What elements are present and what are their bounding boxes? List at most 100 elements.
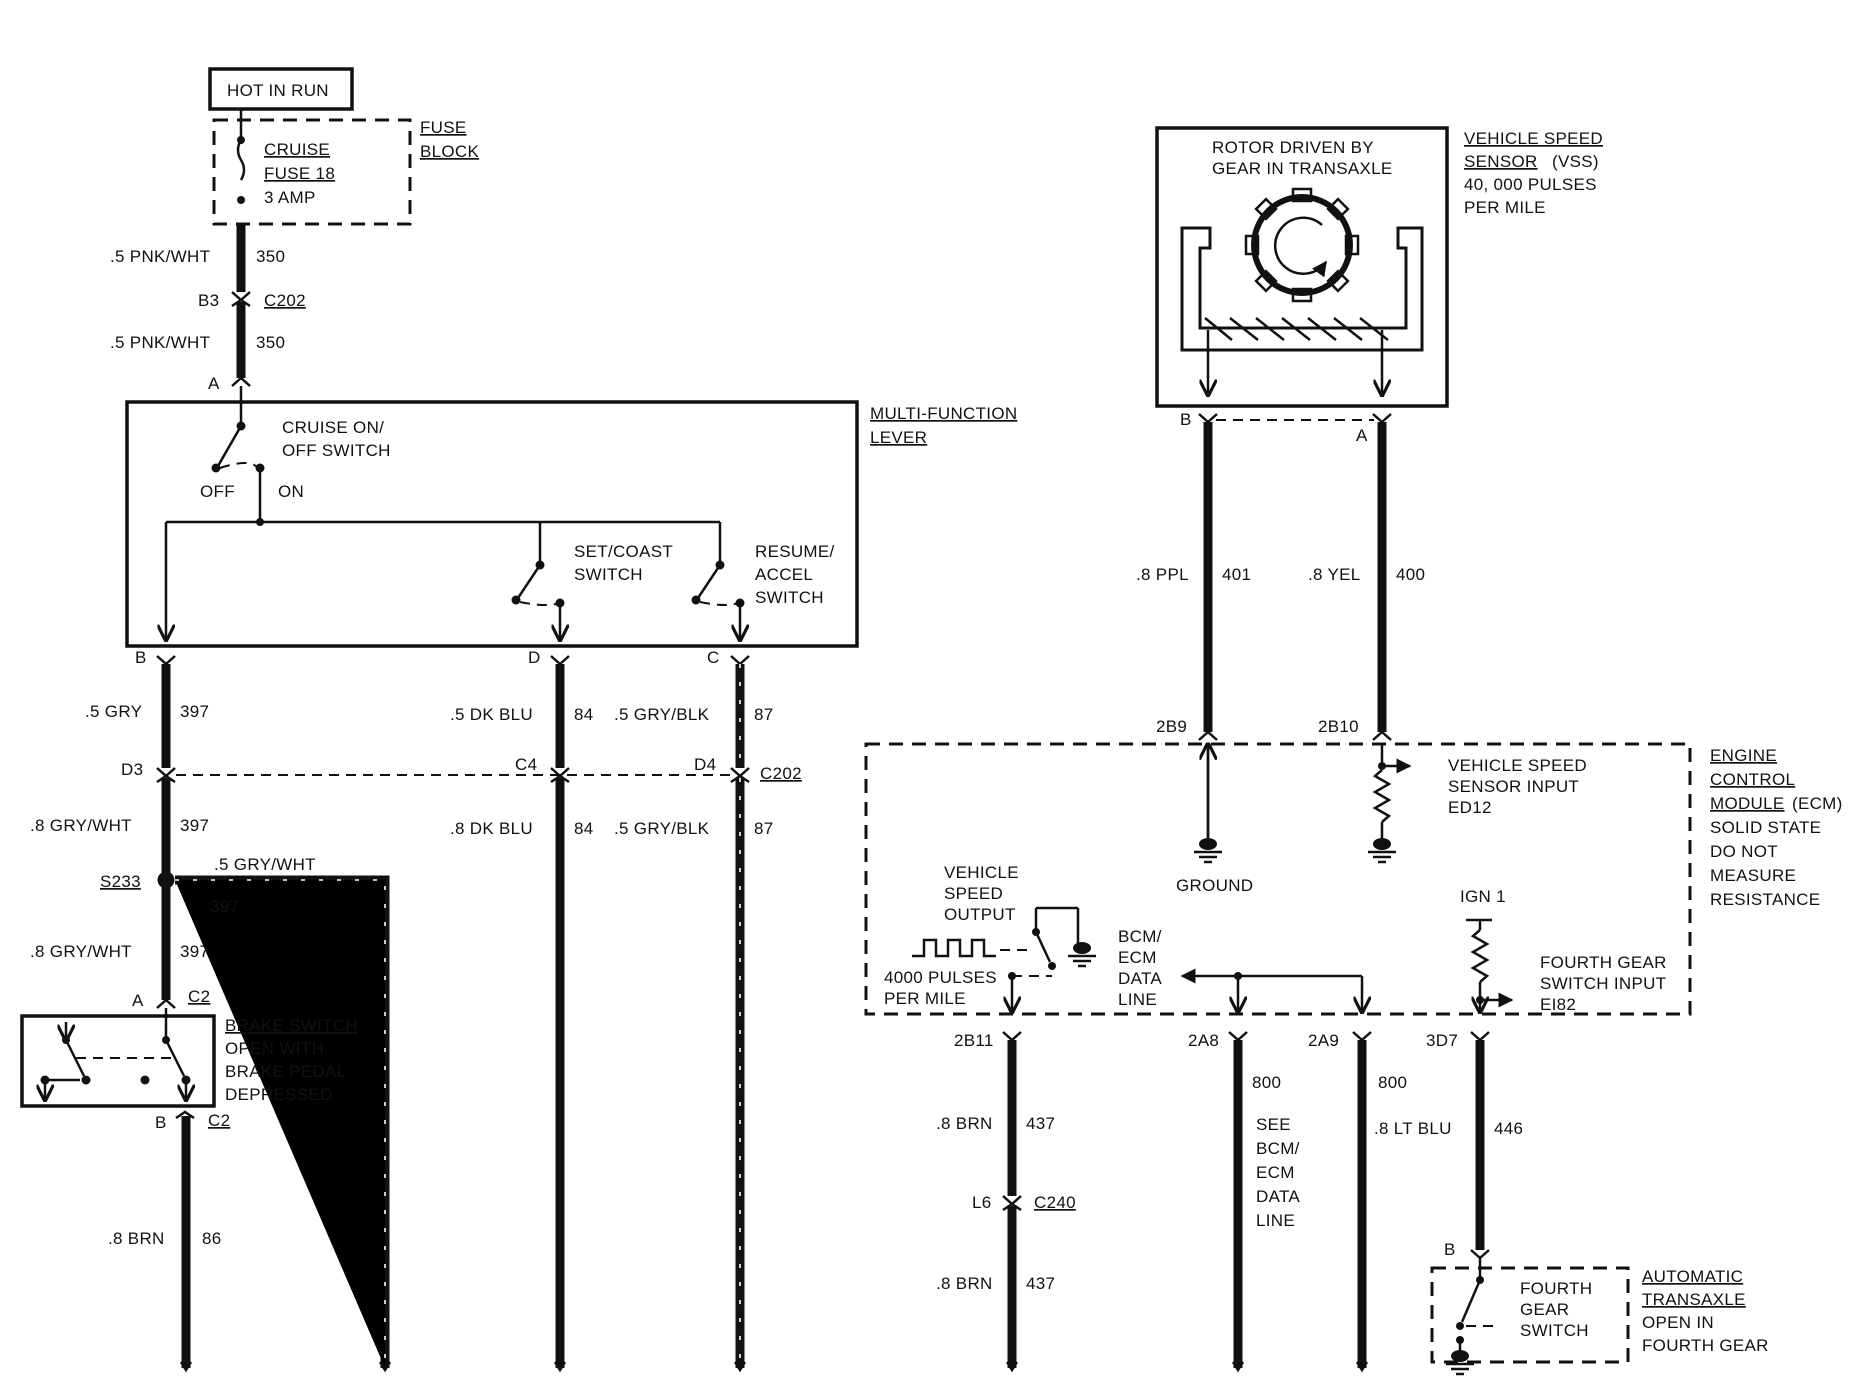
ecm-title-2: CONTROL [1710,770,1795,789]
vso-label-3: OUTPUT [944,905,1016,924]
fuse-name-2: FUSE 18 [264,164,335,183]
vss-pin-a: A [1356,426,1368,445]
transaxle-note-2: FOURTH GEAR [1642,1336,1769,1355]
hot-in-run-box: HOT IN RUN [208,67,354,111]
c202-mid-label: C202 [760,764,802,783]
brake-connector-c2-bottom: C2 [208,1111,230,1130]
wire-86-circuit: 86 [202,1229,222,1248]
vss-input-label-1: VEHICLE SPEED [1448,756,1587,775]
ecm-pin-3d7: 3D7 [1426,1031,1458,1050]
wire-800-a: 800 SEE BCM/ ECM DATA LINE [1231,1040,1300,1373]
ecm-ground-label: GROUND [1176,876,1253,895]
wire-437-circuit: 437 [1026,1114,1055,1133]
brake-switch-note-2: BRAKE PEDAL [225,1062,346,1081]
vso-label-2: SPEED [944,884,1003,903]
wire-446-label: .8 LT BLU [1374,1119,1452,1138]
wire-84-mid-label: .8 DK BLU [450,819,533,838]
c202-pin-d3: D3 [121,760,143,779]
engine-control-module: ENGINE CONTROL MODULE (ECM) SOLID STATE … [864,744,1843,1016]
wire-86-label: .8 BRN [108,1229,165,1248]
vss-title-1: VEHICLE SPEED [1464,129,1603,148]
wire-800b-circuit: 800 [1378,1073,1407,1092]
fourth-switch-label-2: GEAR [1520,1300,1569,1319]
c240-pin-l6: L6 [972,1193,992,1212]
wire-84-top-circuit: 84 [574,705,594,724]
fuse-block-title-2: BLOCK [420,142,479,161]
vss-rotor-label-1: ROTOR DRIVEN BY [1212,138,1374,157]
ign1-label: IGN 1 [1460,887,1506,906]
mfl-pin-d: D [528,648,541,667]
brake-pin-a: A [132,991,144,1010]
ecm-pin-2b10: 2B10 [1318,717,1359,736]
wire-350: .5 PNK/WHT 350 B3 C202 .5 PNK/WHT 350 A [110,224,306,393]
wire-350-bottom-circuit: 350 [256,333,285,352]
hot-in-run-label: HOT IN RUN [227,81,329,100]
fourth-input-label-1: FOURTH GEAR [1540,953,1667,972]
ecm-note-4: RESISTANCE [1710,890,1820,909]
vss-pulses-1: 40, 000 PULSES [1464,175,1597,194]
wire-446: .8 LT BLU 446 B [1374,1040,1523,1260]
fourth-input-label-3: EI82 [1540,995,1576,1014]
wire-87-top-label: .5 GRY/BLK [614,705,710,724]
mfl-pin-a: A [208,374,220,393]
ground-icon-4 [1446,1350,1474,1376]
transaxle-title-2: TRANSAXLE [1642,1290,1746,1309]
resume-label-3: SWITCH [755,588,824,607]
wire-350-top-circuit: 350 [256,247,285,266]
wire-800-b: 800 [1355,1040,1407,1373]
brake-pin-b: B [155,1113,167,1132]
wire-397-branch: .5 GRY/WHT 397 [175,855,392,1373]
vss-input-label-3: ED12 [1448,798,1492,817]
vss-pin-b: B [1180,410,1192,429]
wire-397: .5 GRY 397 D3 .8 GRY/WHT 397 S233 .8 GRY… [30,664,210,1010]
bcm-label-4: LINE [1118,990,1157,1009]
ecm-pin-2a9: 2A9 [1308,1031,1339,1050]
c240-connector-label: C240 [1034,1193,1076,1212]
fuse-rating: 3 AMP [264,188,316,207]
mfl-pin-b: B [135,648,147,667]
wire-400-circuit: 400 [1396,565,1425,584]
fourth-input-label-2: SWITCH INPUT [1540,974,1666,993]
transaxle-note-1: OPEN IN [1642,1313,1714,1332]
rotor-gear-icon [1244,187,1360,303]
mfl-title-2: LEVER [870,428,927,447]
cruise-switch-label-2: OFF SWITCH [282,441,391,460]
vss-pulses-2: PER MILE [1464,198,1546,217]
ground-icon-3 [1068,942,1096,968]
fuse-name-1: CRUISE [264,140,330,159]
mfl-title-1: MULTI-FUNCTION [870,404,1017,423]
set-coast-label-1: SET/COAST [574,542,673,561]
mfl-pin-c: C [707,648,720,667]
c202-pin-c4: C4 [515,755,537,774]
ecm-title-1: ENGINE [1710,746,1777,765]
ecm-title-3: MODULE [1710,794,1785,813]
vss-title-2b: (VSS) [1552,152,1599,171]
transaxle-pin-b: B [1444,1240,1456,1259]
wire-87-mid-circuit: 87 [754,819,774,838]
brake-switch-note-3: DEPRESSED [225,1085,333,1104]
wire-397-mid-circuit: 397 [180,816,209,835]
wire-401-400: B A .8 PPL 401 .8 YEL 400 2B9 2B10 [1136,410,1425,741]
wire-401-circuit: 401 [1222,565,1251,584]
ecm-note-1: SOLID STATE [1710,818,1821,837]
wire-401-label: .8 PPL [1136,565,1189,584]
set-coast-label-2: SWITCH [574,565,643,584]
resume-label-2: ACCEL [755,565,813,584]
wire-437: .8 BRN 437 L6 C240 .8 BRN 437 [936,1040,1076,1373]
ecm-pin-2b9: 2B9 [1156,717,1187,736]
wire-84: .5 DK BLU 84 .8 DK BLU 84 [450,664,594,1373]
wire-446-circuit: 446 [1494,1119,1523,1138]
brake-switch-note-1: OPEN WITH [225,1039,324,1058]
ground-icon [1194,838,1222,864]
fourth-gear-switch: FOURTH GEAR SWITCH AUTOMATIC TRANSAXLE O… [1430,1258,1769,1376]
wire-350-top-label: .5 PNK/WHT [110,247,210,266]
wire-84-top-label: .5 DK BLU [450,705,533,724]
wire-87: .5 GRY/BLK 87 .5 GRY/BLK 87 [614,664,774,1373]
ecm-pin-2b11: 2B11 [954,1031,994,1050]
bcm-label-2: ECM [1118,948,1157,967]
splice-s233: S233 [100,872,141,891]
brake-switch: BRAKE SWITCH OPEN WITH BRAKE PEDAL DEPRE… [20,1008,358,1108]
ecm-pin-2a8: 2A8 [1188,1031,1219,1050]
ecm-title-3b: (ECM) [1792,794,1843,813]
vss-title-2: SENSOR [1464,152,1538,171]
